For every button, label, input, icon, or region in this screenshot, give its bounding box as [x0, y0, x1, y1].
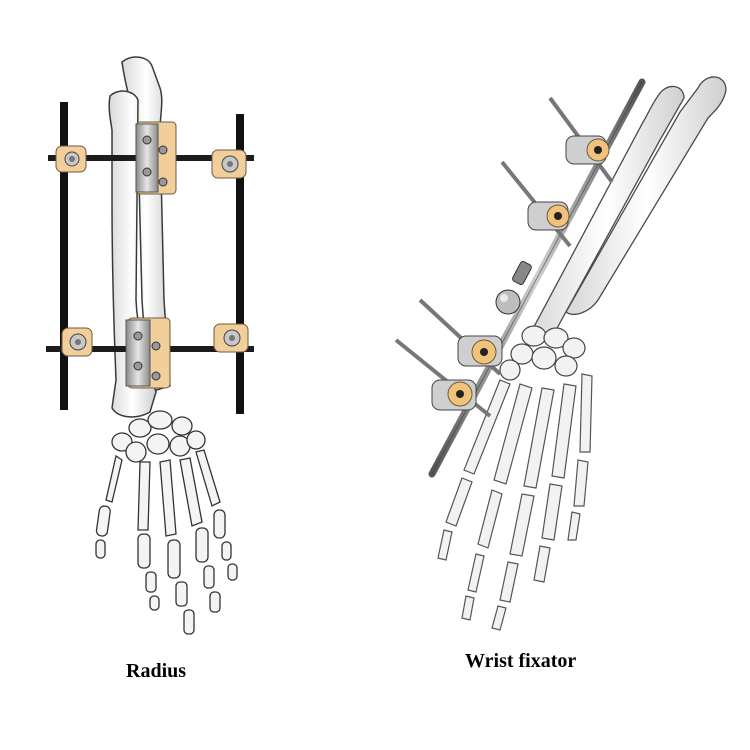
upper-bone-clamp-metal [135, 123, 159, 193]
lower-bone-clamp-metal [125, 319, 151, 387]
fixator-pin-clamp-2 [500, 160, 572, 248]
fixator-pin-clamp-1 [548, 96, 614, 184]
upper-clamp-screw-4 [158, 177, 168, 187]
rod-clamp-lower-left [61, 327, 93, 357]
hand-phalanges [95, 449, 238, 635]
rod-clamp-upper-left [55, 145, 87, 173]
caption-wrist-fixator: Wrist fixator [465, 650, 577, 672]
upper-clamp-screw-3 [142, 167, 152, 177]
fixator-pin-clamp-3 [418, 298, 503, 376]
rod-clamp-upper-right [211, 149, 247, 179]
upper-clamp-screw-2 [158, 145, 168, 155]
fixator-pin-clamp-4 [394, 338, 492, 418]
lower-clamp-screw-1 [133, 331, 143, 341]
caption-radius: Radius [126, 660, 187, 682]
wrist-fixator-drawing [394, 76, 727, 631]
upper-clamp-screw-1 [142, 135, 152, 145]
left-vertical-rod [60, 102, 68, 410]
rod-clamp-lower-right [213, 323, 249, 353]
wrist-hand-phalanges [437, 373, 593, 631]
fixator-ball-joint [495, 261, 532, 315]
radius-fixator-drawing [46, 56, 254, 635]
lower-clamp-screw-3 [133, 361, 143, 371]
wrist-fixator-illustration [360, 0, 750, 750]
lower-clamp-screw-4 [151, 371, 161, 381]
carpal-bones [111, 410, 206, 463]
right-vertical-rod [236, 114, 244, 414]
wrist-carpal-bones [499, 325, 586, 381]
lower-clamp-screw-2 [151, 341, 161, 351]
radius-fixator-illustration [0, 0, 330, 750]
wrist-ulna-bone [565, 76, 727, 315]
